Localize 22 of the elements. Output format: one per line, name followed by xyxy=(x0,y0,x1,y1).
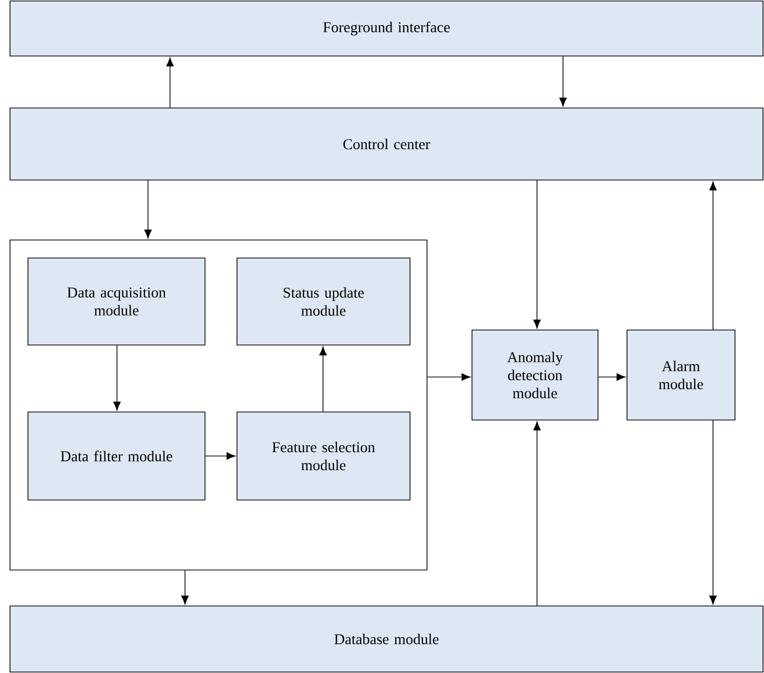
alarm-box: Alarm module xyxy=(626,330,736,420)
database-box: Database module xyxy=(10,606,764,672)
interface-box: Foreground interface xyxy=(10,0,764,56)
module-box: Status update module xyxy=(236,258,410,346)
module-box: Data acquisition module xyxy=(28,258,206,346)
arrow xyxy=(427,373,470,381)
arrow xyxy=(319,346,327,412)
detection-box: Anomaly detection module xyxy=(472,330,598,420)
arrow xyxy=(533,422,541,606)
arrow xyxy=(181,570,189,604)
arrow xyxy=(598,373,626,381)
arrow xyxy=(205,452,236,460)
module-box: Data filter module xyxy=(28,412,206,500)
arrow xyxy=(113,345,121,410)
arrow xyxy=(144,180,152,238)
arrow xyxy=(166,58,174,108)
arrow xyxy=(533,180,541,328)
module-box: Feature selection module xyxy=(236,412,410,500)
arrow xyxy=(709,420,717,604)
arrow xyxy=(709,182,717,330)
control-box: Control center xyxy=(10,108,764,180)
arrow xyxy=(559,56,567,106)
